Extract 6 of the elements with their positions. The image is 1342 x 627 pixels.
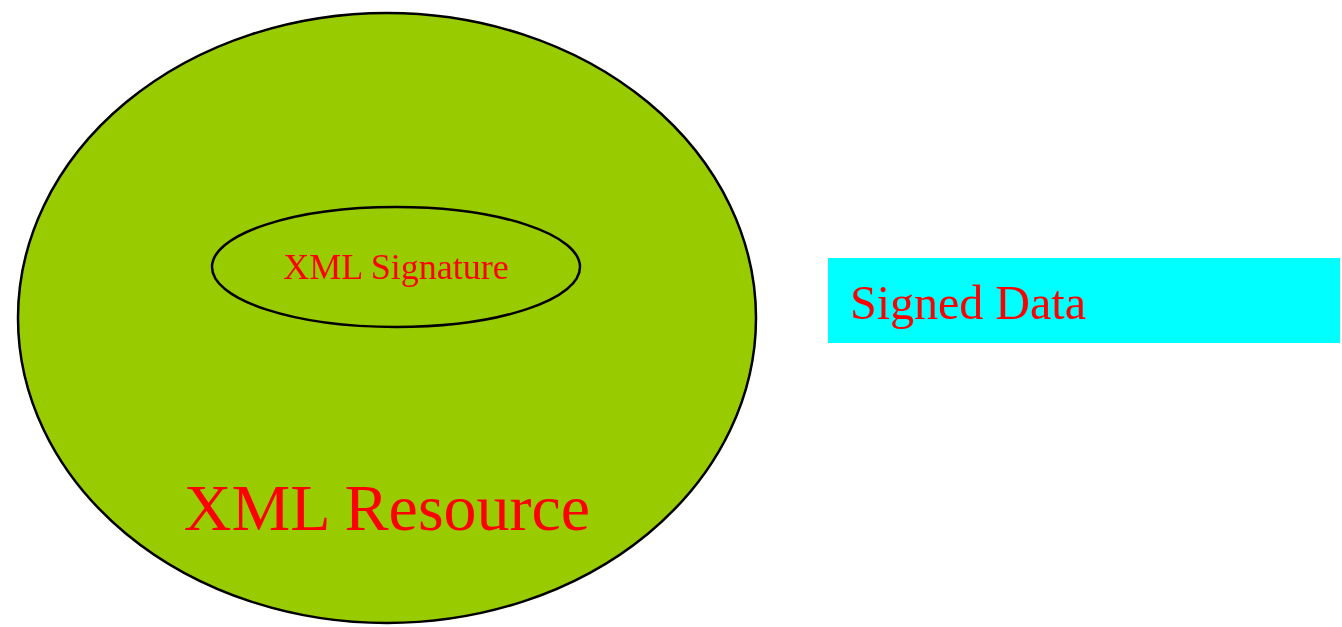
ellipse-region <box>211 206 581 328</box>
node-label: Signed Data <box>850 279 1086 328</box>
node-label: XML Signature <box>283 249 509 285</box>
node-label: XML Resource <box>183 474 591 541</box>
rectangle-box <box>828 258 1340 343</box>
ellipse-region <box>17 12 757 624</box>
